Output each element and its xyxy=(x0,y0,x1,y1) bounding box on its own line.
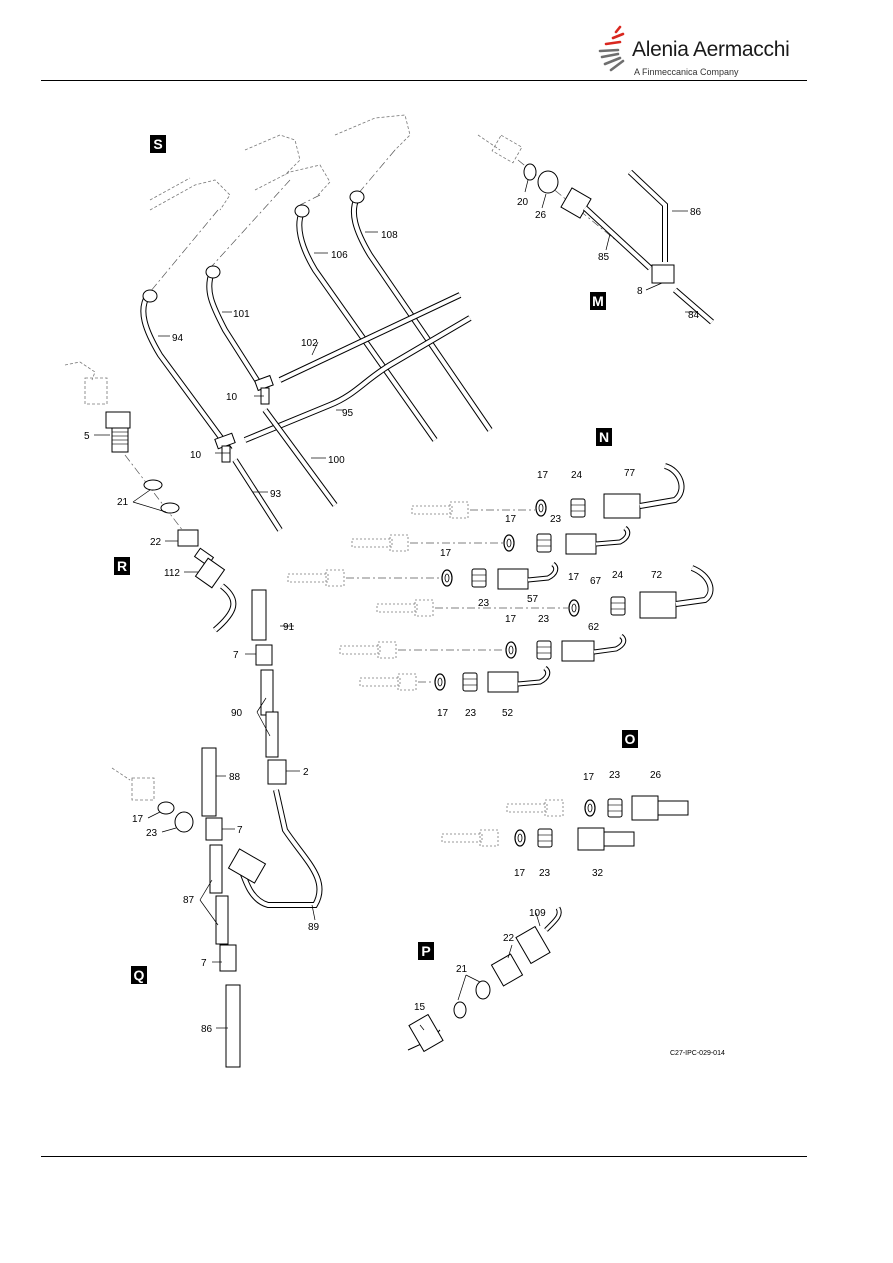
callout: 23 xyxy=(478,598,490,609)
view-q-assembly xyxy=(111,589,323,1068)
callout: 93 xyxy=(270,489,282,500)
callout: 112 xyxy=(164,568,180,579)
callout: 106 xyxy=(331,250,348,261)
callout: 10 xyxy=(190,450,202,461)
callout: 22 xyxy=(503,933,515,944)
view-label-s: S xyxy=(150,135,166,153)
callout: 17 xyxy=(505,614,517,625)
callout: 17 xyxy=(568,572,580,583)
callout: 8 xyxy=(637,286,643,297)
callout: 5 xyxy=(84,431,90,442)
callout: 24 xyxy=(571,470,583,481)
view-labels: S M N R O P Q xyxy=(114,135,638,984)
callout: 84 xyxy=(688,310,700,321)
view-label-o: O xyxy=(622,730,638,748)
callout: 17 xyxy=(437,708,449,719)
callout: 86 xyxy=(690,207,702,218)
leader-lines xyxy=(94,179,698,1031)
callout: 17 xyxy=(537,470,549,481)
callout: 23 xyxy=(609,770,621,781)
callout: 7 xyxy=(237,825,243,836)
callout: 23 xyxy=(538,614,550,625)
callout: 7 xyxy=(233,650,239,661)
svg-text:N: N xyxy=(599,429,609,445)
brand-name: Alenia Aermacchi xyxy=(632,38,790,61)
callout: 94 xyxy=(172,333,184,344)
figure-reference: C27-IPC-029-014 xyxy=(670,1050,725,1057)
callout: 91 xyxy=(283,622,295,633)
view-s-assembly xyxy=(64,114,493,633)
alenia-swoosh-logo-icon xyxy=(598,25,625,72)
callout: 23 xyxy=(550,514,562,525)
callout: 26 xyxy=(535,210,547,221)
view-m-assembly xyxy=(477,134,714,325)
callout: 62 xyxy=(588,622,600,633)
callout: 87 xyxy=(183,895,195,906)
svg-text:Q: Q xyxy=(134,967,145,983)
header-logo xyxy=(596,24,796,80)
svg-text:P: P xyxy=(421,943,430,959)
view-n-assembly xyxy=(287,463,714,693)
callout: 95 xyxy=(342,408,354,419)
callout: 23 xyxy=(539,868,551,879)
callout: 72 xyxy=(651,570,663,581)
brand-subtitle: A Finmeccanica Company xyxy=(634,67,739,77)
callouts: 108 106 101 94 102 10 95 10 100 93 5 21 … xyxy=(84,197,702,1035)
svg-text:R: R xyxy=(117,558,127,574)
callout: 22 xyxy=(150,537,162,548)
callout: 109 xyxy=(529,908,546,919)
svg-text:S: S xyxy=(153,136,162,152)
callout: 10 xyxy=(226,392,238,403)
callout: 102 xyxy=(301,338,318,349)
callout: 17 xyxy=(583,772,595,783)
callout: 89 xyxy=(308,922,320,933)
callout: 17 xyxy=(132,814,144,825)
callout: 77 xyxy=(624,468,636,479)
callout: 21 xyxy=(117,497,129,508)
callout: 15 xyxy=(414,1002,426,1013)
callout: 23 xyxy=(465,708,477,719)
callout: 101 xyxy=(233,309,250,320)
header-rule xyxy=(41,80,807,81)
callout: 23 xyxy=(146,828,158,839)
footer-rule xyxy=(41,1156,807,1157)
callout: 57 xyxy=(527,594,539,605)
view-label-q: Q xyxy=(131,966,147,984)
view-label-n: N xyxy=(596,428,612,446)
callout: 17 xyxy=(505,514,517,525)
callout: 108 xyxy=(381,230,398,241)
callout: 32 xyxy=(592,868,604,879)
svg-text:O: O xyxy=(625,731,636,747)
view-p-assembly xyxy=(407,906,562,1053)
callout: 7 xyxy=(201,958,207,969)
callout: 85 xyxy=(598,252,610,263)
callout: 17 xyxy=(514,868,526,879)
view-o-assembly xyxy=(441,795,689,851)
callout: 86 xyxy=(201,1024,213,1035)
view-label-p: P xyxy=(418,942,434,960)
callout: 26 xyxy=(650,770,662,781)
callout: 20 xyxy=(517,197,529,208)
callout: 52 xyxy=(502,708,514,719)
svg-text:M: M xyxy=(592,293,604,309)
view-label-m: M xyxy=(590,292,606,310)
view-label-r: R xyxy=(114,557,130,575)
callout: 2 xyxy=(303,767,309,778)
callout: 67 xyxy=(590,576,602,587)
callout: 88 xyxy=(229,772,241,783)
callout: 24 xyxy=(612,570,624,581)
callout: 21 xyxy=(456,964,468,975)
callout: 100 xyxy=(328,455,345,466)
callout: 90 xyxy=(231,708,243,719)
callout: 17 xyxy=(440,548,452,559)
